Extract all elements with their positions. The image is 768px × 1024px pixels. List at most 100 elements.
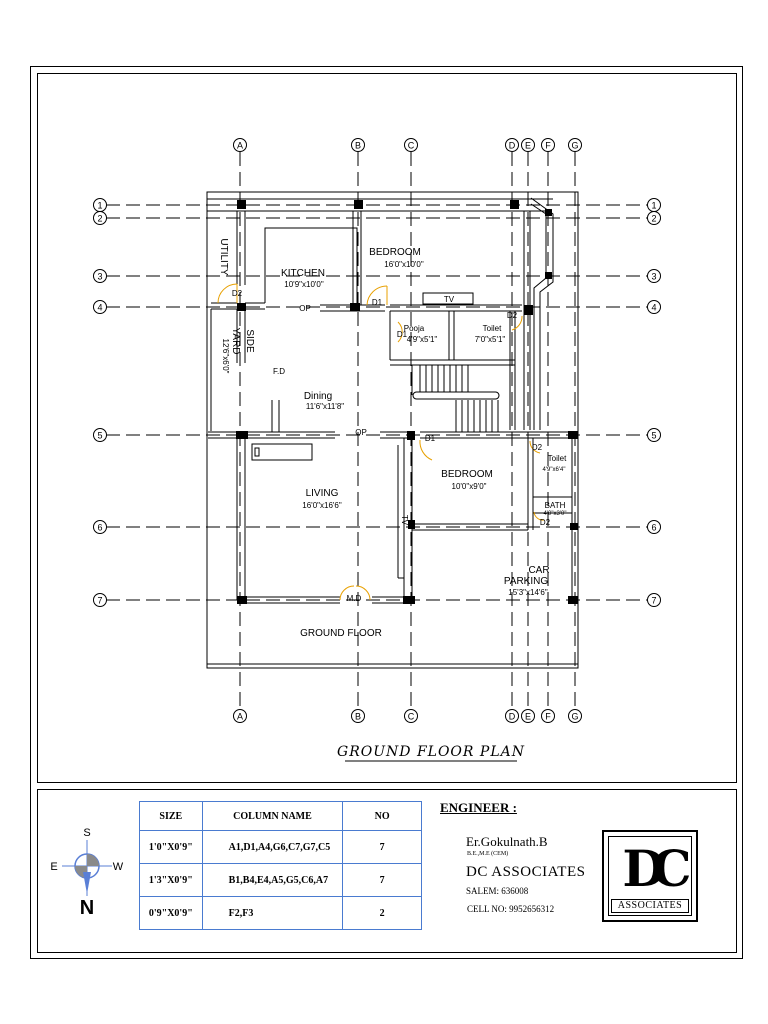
svg-text:1: 1: [97, 201, 102, 211]
label-bath: BATH: [545, 501, 566, 510]
grid-bubble-left-3: 3: [93, 269, 107, 283]
compass-south-label: S: [83, 827, 90, 839]
engineer-city: SALEM: 636008: [466, 886, 529, 896]
engineer-qualification: B.E.,M.E (CEM): [467, 851, 509, 857]
label-fd: F.D: [273, 367, 285, 376]
label-utility: UTILITY: [218, 238, 229, 276]
label-bedroom-2: BEDROOM: [441, 469, 493, 480]
label-car: CAR: [528, 565, 549, 576]
label-op-2: OP: [355, 428, 367, 437]
grid-bubble-top-f: F: [541, 138, 555, 152]
cell-column-names: A1,D1,A4,G6,C7,G7,C5: [201, 830, 344, 864]
engineer-heading: ENGINEER :: [440, 800, 517, 815]
svg-text:3: 3: [97, 272, 102, 282]
grid-bubble-right-2: 2: [647, 211, 661, 225]
grid-bubble-left-2: 2: [93, 211, 107, 225]
building-outline: [206, 191, 579, 669]
header-column-name: COLUMN NAME: [201, 801, 344, 831]
label-kitchen: KITCHEN: [281, 268, 325, 279]
grid-bubble-bottom-a: A: [233, 709, 247, 723]
engineer-firm: DC ASSOCIATES: [466, 864, 586, 880]
cell-count: 2: [342, 896, 422, 930]
grid-bubble-bottom-b: B: [351, 709, 365, 723]
door-label-d2-bath: D2: [540, 518, 551, 527]
firm-logo: DC ASSOCIATES: [602, 830, 698, 922]
dim-car-parking: 15'3"x14'6": [508, 588, 548, 597]
logo-mark: DC: [622, 839, 691, 898]
svg-text:A: A: [237, 712, 243, 722]
compass-north-label: N: [80, 897, 94, 919]
room-labels: UTILITY KITCHEN 10'9"x10'0" BEDROOM 16'0…: [218, 238, 567, 639]
table-row: 0'9"X0'9" F2,F3 2: [139, 896, 422, 930]
grid-bubble-bottom-c: C: [404, 709, 418, 723]
svg-text:5: 5: [651, 431, 656, 441]
door-label-d2-toilet: D2: [507, 311, 518, 320]
label-pooja: Pooja: [404, 324, 425, 333]
label-toilet-1: Toilet: [483, 324, 502, 333]
dim-living: 16'0"x16'6": [302, 501, 342, 510]
drawing-frame: [37, 73, 737, 783]
door-label-d1-bedroom-2: D1: [425, 434, 436, 443]
svg-text:B: B: [355, 141, 361, 151]
svg-text:2: 2: [97, 214, 102, 224]
dim-side-yard: 12'6"x6'0": [221, 339, 230, 374]
header-no: NO: [342, 801, 422, 831]
svg-text:6: 6: [97, 523, 102, 533]
wall-lines: [208, 197, 579, 604]
staircase: [411, 365, 500, 432]
grid-bubble-top-e: E: [521, 138, 535, 152]
header-size: SIZE: [139, 801, 203, 831]
svg-text:E: E: [525, 712, 531, 722]
label-yard: YARD: [230, 327, 241, 354]
door-swings: [217, 283, 545, 601]
north-compass: S E W N: [50, 827, 123, 919]
svg-text:F: F: [545, 141, 551, 151]
dim-bedroom-2: 10'0"x9'0": [452, 482, 487, 491]
title-block-frame: [37, 789, 737, 953]
engineer-cell: CELL NO: 9952656312: [467, 904, 555, 914]
table-row: 1'0"X0'9" A1,D1,A4,G6,C7,G7,C5 7: [139, 830, 422, 864]
label-bedroom-1: BEDROOM: [369, 247, 421, 258]
plan-title: GROUND FLOOR PLAN: [337, 744, 525, 760]
dim-toilet-1: 7'0"x5'1": [475, 335, 506, 344]
grid-bubble-left-6: 6: [93, 520, 107, 534]
label-side: SIDE: [244, 329, 255, 353]
door-labels: D2 D1 D1 D2 D1 D2 D2 M.D: [232, 289, 551, 603]
grid-bubble-top-c: C: [404, 138, 418, 152]
label-tv-2: TV: [400, 515, 409, 526]
grid-bubble-top-d: D: [505, 138, 519, 152]
engineer-block: ENGINEER : Er.Gokulnath.B B.E.,M.E (CEM)…: [440, 800, 585, 914]
door-label-main-door: M.D: [347, 594, 362, 603]
table-header-row: SIZE COLUMN NAME NO: [139, 801, 422, 831]
door-label-d1-bedroom: D1: [372, 298, 383, 307]
label-toilet-2: Toilet: [548, 454, 567, 463]
grid-bubble-left-4: 4: [93, 300, 107, 314]
grid-bubble-right-3: 3: [647, 269, 661, 283]
svg-text:5: 5: [97, 431, 102, 441]
compass-east-label: E: [50, 861, 57, 873]
door-label-d2-utility: D2: [232, 289, 243, 298]
cell-column-names: B1,B4,E4,A5,G5,C6,A7: [201, 863, 344, 897]
grid-bubble-bottom-g: G: [568, 709, 582, 723]
svg-text:B: B: [355, 712, 361, 722]
cell-size: 0'9"X0'9": [139, 896, 203, 930]
dim-dining: 11'6"x11'8": [306, 402, 344, 411]
grid-bubble-top-b: B: [351, 138, 365, 152]
svg-text:4: 4: [651, 303, 656, 313]
grid-bubble-right-5: 5: [647, 428, 661, 442]
table-row: 1'3"X0'9" B1,B4,E4,A5,G5,C6,A7 7: [139, 863, 422, 897]
svg-text:D: D: [509, 712, 516, 722]
label-op-1: OP: [299, 304, 311, 313]
svg-text:3: 3: [651, 272, 656, 282]
svg-text:7: 7: [97, 596, 102, 606]
svg-text:F: F: [545, 712, 551, 722]
label-parking: PARKING: [504, 576, 548, 587]
svg-text:C: C: [408, 712, 415, 722]
dim-toilet-2: 4'9"x6'4": [543, 467, 566, 473]
cell-count: 7: [342, 830, 422, 864]
svg-text:1: 1: [651, 201, 656, 211]
logo-subtitle: ASSOCIATES: [611, 899, 689, 913]
svg-text:C: C: [408, 141, 415, 151]
grid-bubble-bottom-e: E: [521, 709, 535, 723]
